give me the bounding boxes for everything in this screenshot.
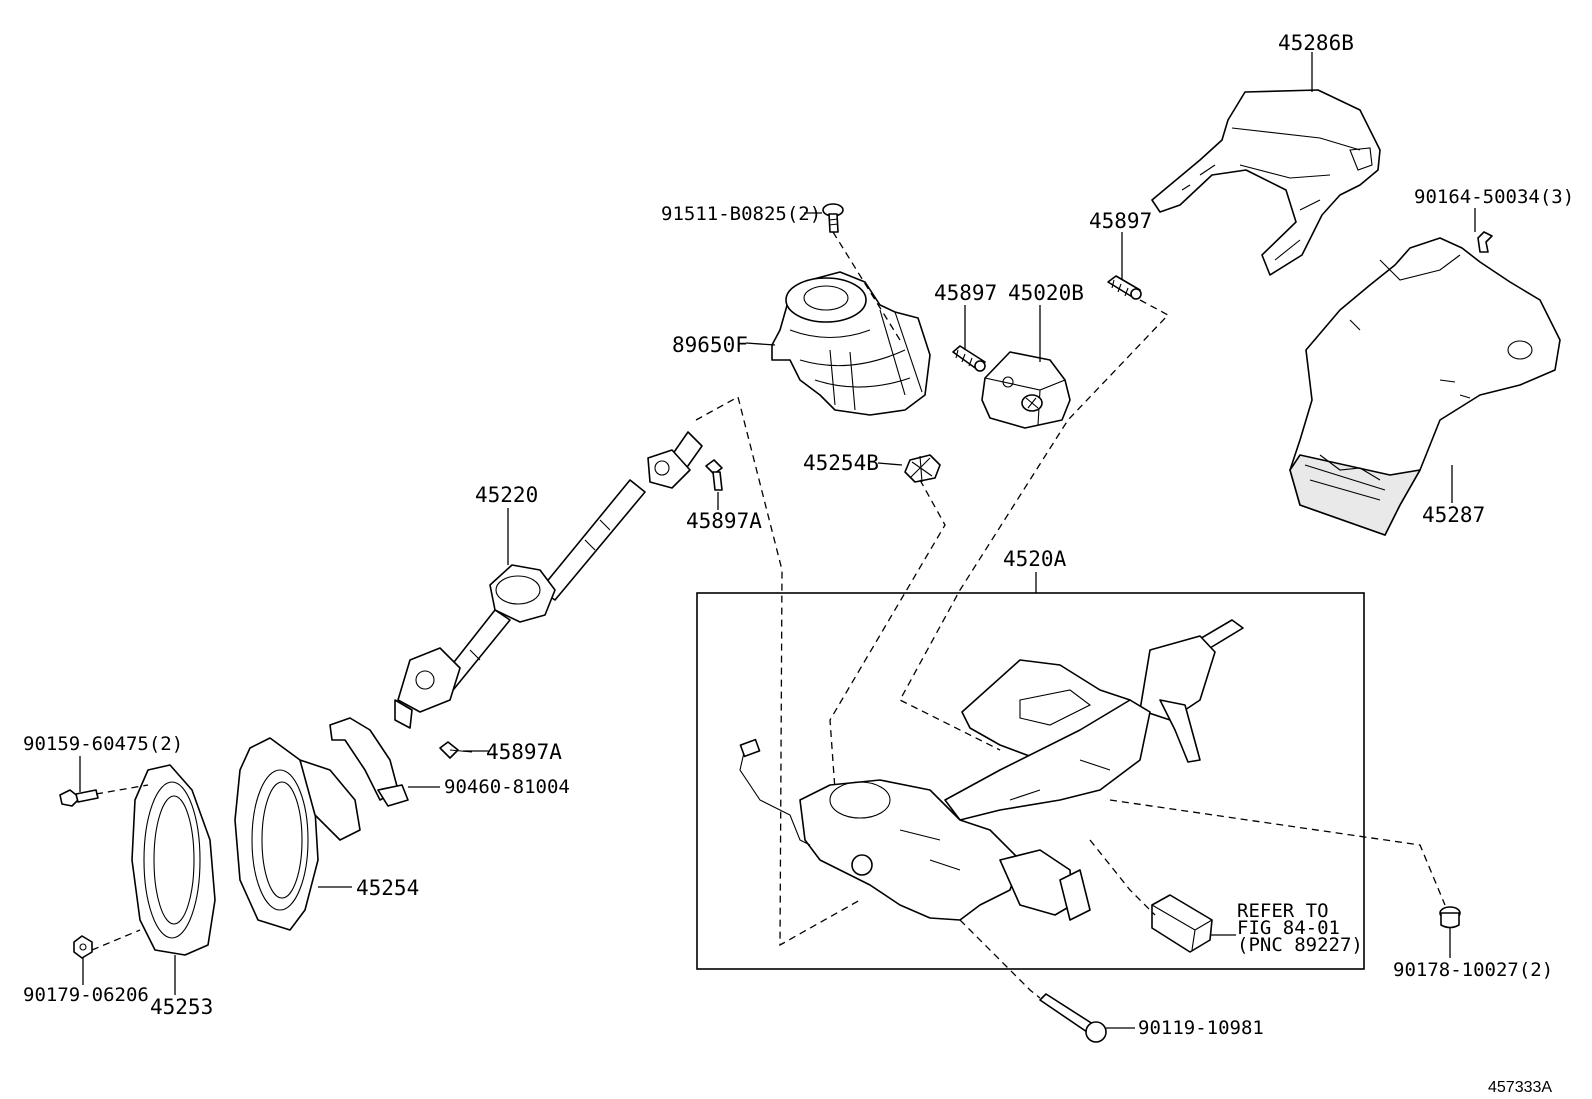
- label-45897-mid: 45897: [934, 281, 997, 305]
- clip-90164-50034: [1477, 231, 1493, 253]
- pin-90119-10981: [1039, 993, 1107, 1043]
- label-45286B: 45286B: [1278, 31, 1354, 55]
- intermediate-shaft-45220: [394, 431, 703, 729]
- refer-note-line-2: FIG 84-01: [1237, 917, 1340, 939]
- label-45253: 45253: [150, 995, 213, 1019]
- clamp-90460-81004: [329, 717, 409, 807]
- figure-id: 457333A: [1488, 1079, 1552, 1096]
- label-45897-top: 45897: [1089, 209, 1152, 233]
- boot-45254: [234, 737, 361, 931]
- bolt-90159-60475: [59, 789, 99, 807]
- label-91511-B0825: 91511-B0825(2): [661, 203, 821, 225]
- label-90159-60475: 90159-60475(2): [23, 733, 183, 755]
- upper-column-cover-45286B: [1151, 89, 1381, 276]
- bolt-45897A-top: [705, 459, 723, 491]
- clamp-45254B: [904, 454, 941, 483]
- key-interlock-45897-top: [1107, 275, 1142, 300]
- lower-column-cover-45287: [1289, 237, 1561, 536]
- nut-90179-06206: [73, 935, 93, 959]
- screw-91511-B0825: [822, 203, 844, 233]
- assembly-box: [696, 592, 1365, 970]
- steering-column-assembly-4520A: [696, 592, 1365, 970]
- label-45020B: 45020B: [1008, 281, 1084, 305]
- key-interlock-45897-mid: [952, 345, 986, 372]
- label-89650F: 89650F: [672, 333, 748, 357]
- part-labels: 45286B 90164-50034(3) 45897 91511-B0825(…: [23, 31, 1574, 1096]
- label-45220: 45220: [475, 483, 538, 507]
- grommet-90178-10027: [1439, 906, 1461, 929]
- label-45254B: 45254B: [803, 451, 879, 475]
- label-45897A-bottom: 45897A: [486, 740, 562, 764]
- label-90179-06206: 90179-06206: [23, 984, 149, 1006]
- label-90164-50034: 90164-50034(3): [1414, 186, 1574, 208]
- label-45287: 45287: [1422, 503, 1485, 527]
- plate-45253: [131, 764, 216, 956]
- label-90119-10981: 90119-10981: [1138, 1017, 1264, 1039]
- ecu-89227: [1151, 894, 1213, 953]
- label-45254: 45254: [356, 876, 419, 900]
- label-45897A-top: 45897A: [686, 509, 762, 533]
- label-4520A: 4520A: [1003, 547, 1067, 571]
- refer-note-line-3: (PNC 89227): [1237, 934, 1363, 956]
- spiral-cable-89650F: [771, 271, 931, 416]
- leader-lines: [79, 52, 1476, 1029]
- label-90460-81004: 90460-81004: [444, 776, 570, 798]
- dashed-assembly-lines: [91, 231, 1446, 999]
- switch-45020B: [981, 351, 1071, 429]
- label-90178-10027: 90178-10027(2): [1393, 959, 1553, 981]
- refer-note-line-1: REFER TO: [1237, 900, 1329, 922]
- bolt-45897A-bottom: [439, 741, 473, 759]
